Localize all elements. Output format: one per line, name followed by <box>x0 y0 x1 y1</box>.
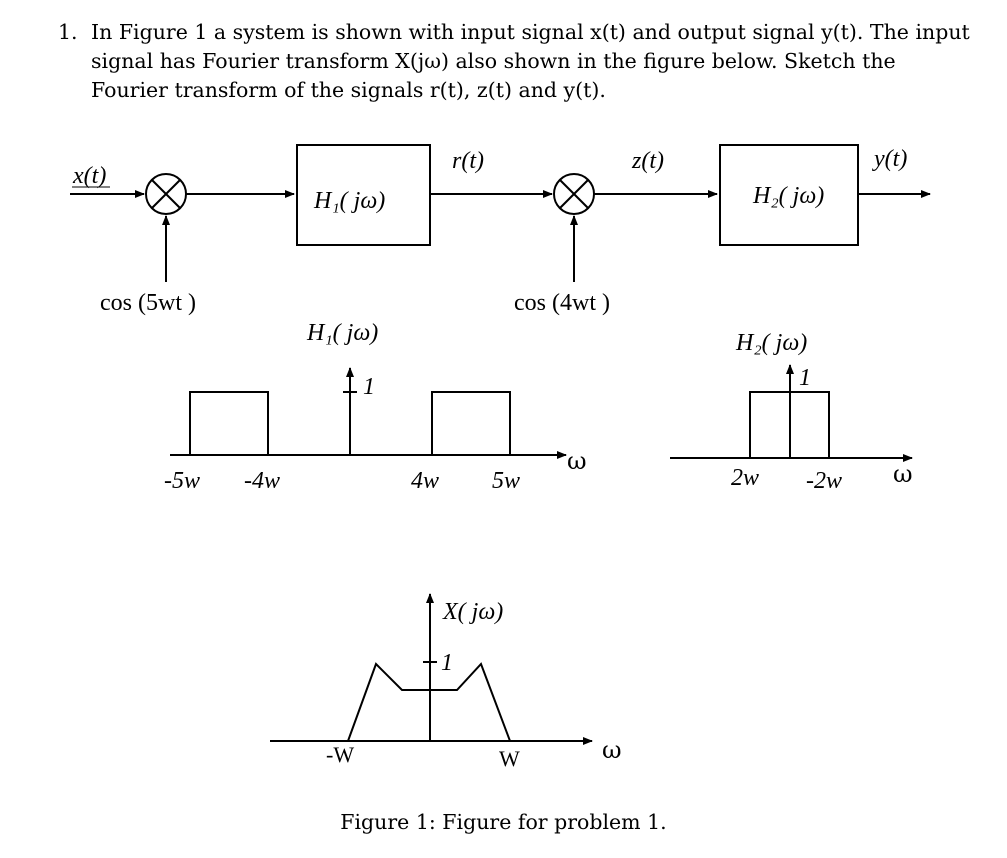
h1-passband-positive <box>431 391 511 456</box>
multiplier-2-cross-b <box>559 179 589 209</box>
x-height-label: 1 <box>441 650 453 676</box>
carrier-2-label: cos (4wt ) <box>514 290 610 316</box>
h1-plot-title: H₁( jω) <box>306 320 378 346</box>
h2-plot <box>670 364 913 462</box>
x-tick-W: W <box>499 746 520 771</box>
h1-height-label: 1 <box>363 374 375 400</box>
h1-axis-label: ω <box>567 447 587 475</box>
h1-tick-4w: 4w <box>411 468 439 494</box>
x-axis-label: ω <box>602 736 622 764</box>
signal-z-label: z(t) <box>631 148 664 174</box>
problem-number: 1. <box>58 20 78 44</box>
h1-passband-negative <box>189 391 269 456</box>
carrier-1-label: cos (5wt ) <box>100 290 196 316</box>
h2-passband <box>749 391 830 459</box>
h1-plot <box>170 367 567 459</box>
x-spectrum-shape <box>347 662 511 742</box>
h2-block-label: H₂( jω) <box>752 183 824 209</box>
h1-block-label: H₁( jω) <box>313 188 385 214</box>
h2-axis-label: ω <box>893 460 913 488</box>
block-diagram <box>70 144 931 282</box>
h2-tick-neg2w: -2w <box>806 468 842 494</box>
signal-r-label: r(t) <box>452 148 484 174</box>
input-label: x(t) <box>72 163 106 189</box>
h1-tick-neg4w: -4w <box>244 468 280 494</box>
figure-caption: Figure 1: Figure for problem 1. <box>340 810 667 834</box>
h2-tick-2w: 2w <box>731 465 759 491</box>
x-plot-title: X( jω) <box>442 599 503 625</box>
h2-plot-title: H₂( jω) <box>735 330 807 356</box>
problem-statement: 1. In Figure 1 a system is shown with in… <box>58 18 978 105</box>
multiplier-1-cross-b <box>151 179 181 209</box>
h2-height-label: 1 <box>799 365 811 391</box>
output-label: y(t) <box>872 146 907 172</box>
h1-tick-5w: 5w <box>492 468 520 494</box>
x-tick-negW: -W <box>326 742 354 767</box>
x-plot <box>270 593 593 745</box>
h1-tick-neg5w: -5w <box>164 468 200 494</box>
problem-text: In Figure 1 a system is shown with input… <box>91 20 970 102</box>
